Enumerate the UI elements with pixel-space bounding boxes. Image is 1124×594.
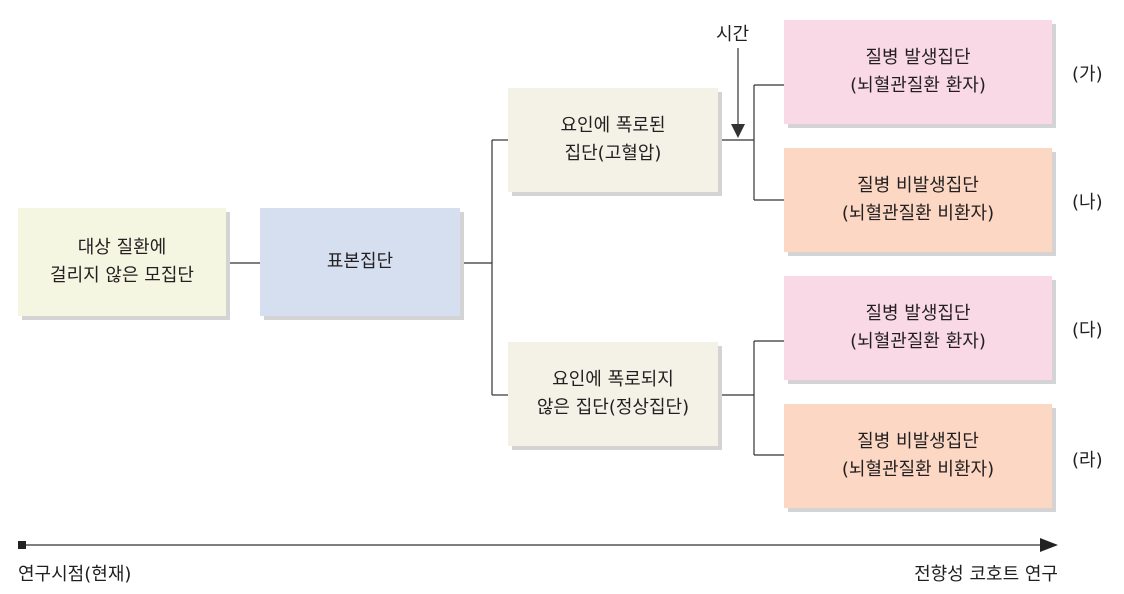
time-label: 시간 bbox=[716, 24, 750, 45]
outcome-na-line1: 질병 비발생집단 bbox=[857, 175, 979, 196]
outcome-tag-na: (나) bbox=[1072, 192, 1103, 213]
exposed-line1: 요인에 폭로된 bbox=[560, 115, 666, 136]
outcome-da-line2: (뇌혈관질환 환자) bbox=[850, 331, 986, 352]
exposed-line2: 집단(고혈압) bbox=[564, 143, 662, 164]
timeline-arrow-head bbox=[1040, 538, 1058, 552]
outcome-ra-line1: 질병 비발생집단 bbox=[857, 431, 979, 452]
outcome-ga-line2: (뇌혈관질환 환자) bbox=[850, 75, 986, 96]
outcome-tag-da: (다) bbox=[1072, 320, 1103, 341]
outcome-box-ga: 질병 발생집단 (뇌혈관질환 환자) bbox=[784, 20, 1052, 124]
population-line1: 대상 질환에 bbox=[77, 237, 167, 258]
unexposed-group-box: 요인에 폭로되지 않은 집단(정상집단) bbox=[508, 342, 718, 446]
timeline-start-label: 연구시점(현재) bbox=[18, 564, 132, 585]
timeline-end-label: 전향성 코호트 연구 bbox=[914, 564, 1058, 585]
outcome-box-da: 질병 발생집단 (뇌혈관질환 환자) bbox=[784, 276, 1052, 380]
timeline-start-marker bbox=[18, 541, 26, 549]
unexposed-line2: 않은 집단(정상집단) bbox=[536, 397, 690, 418]
unexposed-line1: 요인에 폭로되지 bbox=[552, 369, 674, 390]
population-box: 대상 질환에 걸리지 않은 모집단 bbox=[18, 208, 226, 316]
outcome-ga-line1: 질병 발생집단 bbox=[865, 47, 971, 68]
outcome-tag-ga: (가) bbox=[1072, 64, 1103, 85]
sample-box: 표본집단 bbox=[260, 208, 460, 316]
outcome-tag-ra: (라) bbox=[1072, 450, 1103, 471]
outcome-box-na: 질병 비발생집단 (뇌혈관질환 비환자) bbox=[784, 148, 1052, 252]
time-arrow-head bbox=[731, 124, 745, 138]
outcome-da-line1: 질병 발생집단 bbox=[865, 303, 971, 324]
outcome-na-line2: (뇌혈관질환 비환자) bbox=[841, 203, 995, 224]
outcome-ra-line2: (뇌혈관질환 비환자) bbox=[841, 459, 995, 480]
sample-label: 표본집단 bbox=[326, 251, 394, 272]
outcome-box-ra: 질병 비발생집단 (뇌혈관질환 비환자) bbox=[784, 404, 1052, 508]
exposed-group-box: 요인에 폭로된 집단(고혈압) bbox=[508, 88, 718, 192]
population-line2: 걸리지 않은 모집단 bbox=[50, 265, 194, 286]
